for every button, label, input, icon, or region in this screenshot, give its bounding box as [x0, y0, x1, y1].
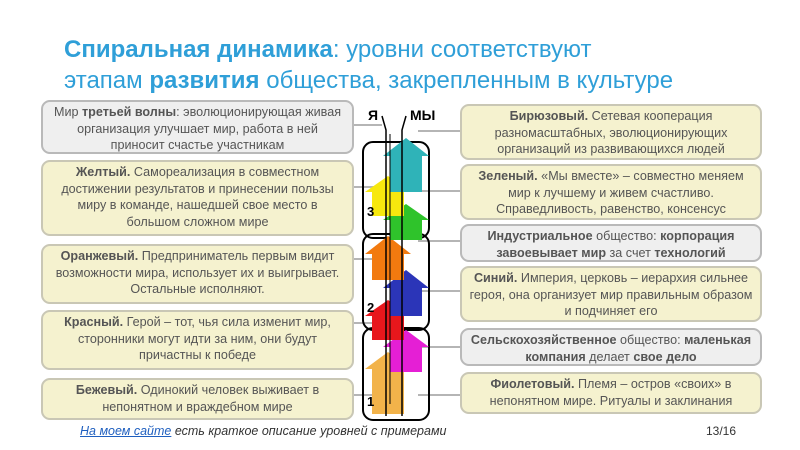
box-turquoise: Бирюзовый. Сетевая кооперация разномасшт…: [460, 104, 762, 160]
connector-red: [352, 322, 382, 324]
connector-industrial: [418, 240, 462, 242]
box-beige: Бежевый. Одинокий человек выживает в неп…: [41, 378, 354, 420]
box-purple: Фиолетовый. Племя – остров «своих» в неп…: [460, 372, 762, 414]
orange-arrow: [365, 236, 411, 280]
box-yellow: Желтый. Самореализация в совместном дост…: [41, 160, 354, 236]
connector-beige: [352, 394, 382, 396]
connector-turquoise: [418, 130, 462, 132]
connector-orange: [352, 258, 382, 260]
purple-arrow: [383, 330, 429, 372]
spiral-arrows: [362, 115, 430, 421]
box-third-wave: Мир третьей волны: эволюционирующая жива…: [41, 100, 354, 154]
title-line-2: этапам развития общества, закрепленным в…: [64, 67, 674, 94]
connector-green: [418, 190, 462, 192]
footer-note: На моем сайте есть краткое описание уров…: [80, 424, 447, 438]
connector-wave3: [352, 124, 382, 126]
blue-arrow: [383, 270, 429, 316]
level-label-3: 3: [367, 204, 375, 219]
column-label-we: МЫ: [410, 107, 436, 123]
page-title: Спиральная динамика: уровни соответствую…: [64, 34, 764, 96]
box-red: Красный. Герой – тот, чья сила изменит м…: [41, 310, 354, 370]
box-orange: Оранжевый. Предприниматель первым видит …: [41, 244, 354, 304]
box-industrial: Индустриальное общество: корпорация заво…: [460, 224, 762, 262]
connector-purple: [418, 394, 462, 396]
turquoise-arrow: [383, 138, 429, 192]
connector-yellow: [352, 186, 382, 188]
connector-blue: [418, 290, 462, 292]
box-blue: Синий. Империя, церковь – иерархия сильн…: [460, 266, 762, 322]
box-agricultural: Сельскохозяйственное общество: маленькая…: [460, 328, 762, 366]
level-label-2: 2: [367, 300, 375, 315]
column-label-me: Я: [368, 107, 379, 123]
site-link[interactable]: На моем сайте: [80, 424, 172, 438]
title-line-1: Спиральная динамика: уровни соответствую…: [64, 36, 592, 63]
spiral-diagram: Я МЫ 3 2 1: [360, 104, 436, 422]
box-green: Зеленый. «Мы вместе» – совместно меняем …: [460, 164, 762, 220]
level-label-1: 1: [367, 394, 375, 409]
connector-agri: [418, 346, 462, 348]
page-number: 13/16: [706, 424, 737, 438]
